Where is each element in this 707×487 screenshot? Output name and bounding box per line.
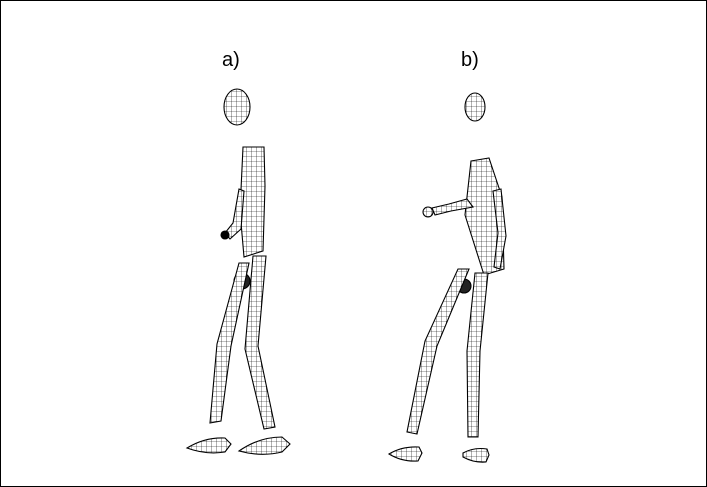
- torso-a: [240, 147, 265, 257]
- leg-back-a: [210, 263, 249, 423]
- human-model-a: [187, 89, 290, 454]
- leg-front-b: [467, 273, 488, 437]
- hand-b: [423, 207, 433, 217]
- hand-a: [221, 231, 229, 239]
- foot-front-a: [239, 437, 290, 454]
- foot-back-a: [187, 438, 231, 453]
- head-a: [224, 89, 250, 125]
- human-model-b: [389, 93, 506, 462]
- foot-back-b: [389, 447, 422, 461]
- foot-front-b: [463, 449, 489, 463]
- leg-back-b: [407, 269, 469, 434]
- head-b: [465, 93, 485, 121]
